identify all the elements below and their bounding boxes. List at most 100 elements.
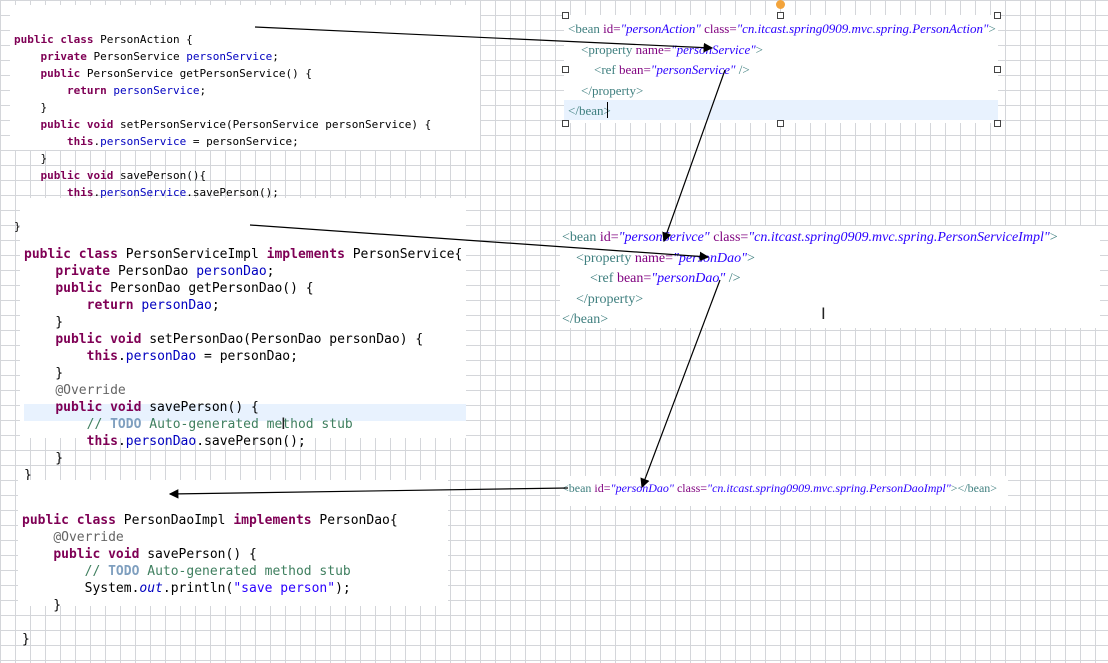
code-line: this.personDao = personDao; — [24, 348, 466, 365]
code-token: personService — [100, 186, 187, 199]
resize-handle[interactable] — [562, 120, 569, 127]
resize-handle[interactable] — [994, 120, 1001, 127]
code-token: id= — [603, 21, 621, 36]
code-token: "personDao" — [673, 250, 748, 266]
code-token: // — [86, 417, 111, 432]
code-token: class= — [709, 230, 749, 245]
code-line: @Override — [24, 382, 466, 399]
code-line: public void setPersonDao(PersonDao perso… — [24, 331, 466, 348]
resize-handle[interactable] — [994, 12, 1001, 19]
code-line: public void setPersonService(PersonServi… — [14, 116, 480, 133]
code-token: <bean — [562, 230, 600, 245]
code-line: <bean id="personAction" class="cn.itcast… — [568, 19, 996, 40]
person-action-bean-xml: <bean id="personAction" class="cn.itcast… — [564, 15, 998, 123]
code-token: this — [86, 349, 118, 364]
code-line: private PersonService personService; — [14, 48, 480, 65]
code-line: public void savePerson(){ — [14, 167, 480, 184]
code-token: // — [84, 564, 109, 579]
code-token: . — [93, 135, 101, 148]
resize-handle[interactable] — [777, 12, 784, 19]
code-token: this — [66, 186, 94, 199]
resize-handle[interactable] — [562, 66, 569, 73]
current-line-highlight — [564, 100, 998, 120]
person-service-impl-code: public class PersonServiceImpl implement… — [20, 198, 466, 483]
code-token: } — [14, 152, 48, 165]
code-token: PersonServiceImpl — [125, 247, 267, 262]
code-token: PersonDao{ — [319, 513, 398, 528]
code-line: // TODO Auto-generated method stub — [24, 416, 466, 433]
code-token: "personDao" — [651, 271, 726, 286]
code-token: personService — [113, 84, 200, 97]
code-token: public — [55, 281, 111, 296]
resize-handle[interactable] — [777, 120, 784, 127]
code-line: public PersonService getPersonService() … — [14, 65, 480, 82]
code-token: public void — [55, 332, 150, 347]
code-token: PersonDao — [117, 264, 197, 279]
code-token: this — [86, 434, 118, 449]
code-token: out — [139, 581, 163, 596]
code-line: public class PersonDaoImpl implements Pe… — [22, 512, 448, 529]
code-token: personDao — [141, 298, 212, 313]
code-token: /> — [735, 62, 750, 77]
code-token: } — [14, 220, 21, 233]
code-line: @Override — [22, 529, 448, 546]
code-token: } — [24, 451, 64, 466]
code-line: System.out.println("save person"); — [22, 580, 448, 597]
current-line-highlight — [24, 404, 466, 421]
code-line: return personService; — [14, 82, 480, 99]
code-line: } — [14, 218, 480, 235]
code-token: "cn.itcast.spring0909.mvc.spring.PersonD… — [707, 481, 951, 495]
code-line: public class PersonAction { — [14, 31, 480, 48]
code-line: </bean> — [562, 310, 1058, 331]
code-line: public void savePerson() { — [24, 399, 466, 416]
code-token: private — [55, 264, 118, 279]
code-token: this — [66, 135, 94, 148]
code-line: } — [24, 314, 466, 331]
code-token: </property> — [581, 82, 644, 98]
code-token: . — [117, 349, 126, 364]
resize-handle[interactable] — [562, 12, 569, 19]
code-token: public void — [55, 400, 150, 415]
code-token: > — [1049, 230, 1058, 245]
code-token: /> — [725, 271, 741, 286]
code-token: System. — [22, 581, 140, 596]
code-token: > — [988, 21, 996, 36]
code-token: <ref — [594, 62, 620, 77]
arrow-ref-to-dao-bean — [640, 279, 721, 489]
code-token: "personAction" — [620, 21, 701, 36]
code-line: </property> — [562, 290, 1058, 311]
code-token: </bean> — [568, 103, 611, 118]
code-token: "cn.itcast.spring0909.mvc.spring.PersonA… — [736, 21, 989, 36]
code-token: personDao — [125, 434, 197, 449]
code-line: } — [22, 597, 448, 614]
rotate-handle[interactable] — [776, 0, 785, 9]
code-token: TODO — [110, 417, 142, 432]
code-token: Auto-generated method stub — [141, 417, 353, 432]
code-token: implements — [266, 247, 353, 262]
code-token: } — [22, 598, 62, 613]
code-token: @Override — [53, 530, 124, 545]
code-token: ; — [266, 264, 275, 279]
code-token: "personService" — [650, 62, 736, 77]
code-token: > — [755, 41, 764, 57]
code-line: <bean id="personSerivce" class="cn.itcas… — [562, 228, 1058, 249]
code-token: savePerson() { — [147, 547, 257, 562]
resize-handle[interactable] — [994, 66, 1001, 73]
code-token: bean= — [619, 62, 651, 77]
code-line: public void savePerson() { — [22, 546, 448, 563]
code-token: public class — [22, 513, 124, 528]
arrow-field-to-property — [249, 224, 710, 262]
code-token: return — [66, 84, 114, 97]
code-line: this.personDao.savePerson(); — [24, 433, 466, 450]
code-line: </bean> — [568, 101, 996, 122]
code-token: personService — [100, 135, 187, 148]
code-token: "personService" — [671, 41, 756, 57]
text-cursor-icon: I — [821, 304, 826, 323]
code-token: .println( — [162, 581, 234, 596]
text-caret — [607, 102, 608, 118]
code-line: } — [14, 150, 480, 167]
code-token: class= — [673, 481, 708, 495]
code-token: return — [86, 298, 142, 313]
code-token: ; — [211, 298, 220, 313]
code-line: } — [14, 99, 480, 116]
